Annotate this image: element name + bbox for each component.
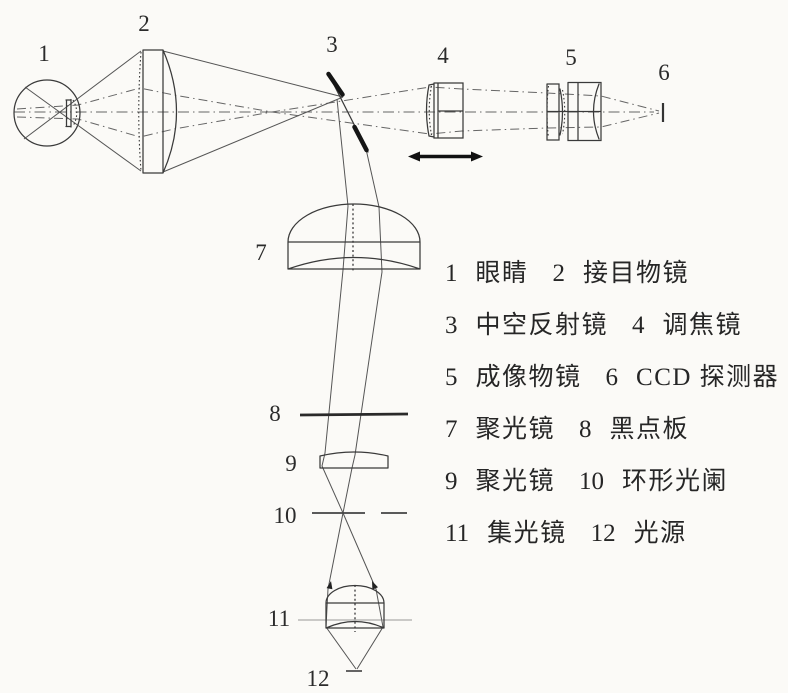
imaging-objective-hatch (546, 85, 566, 139)
movement-arrow (408, 151, 483, 162)
marker-3: 3 (326, 32, 338, 57)
illumination-chain-left (321, 98, 384, 670)
diagram-markers: 1 2 3 4 5 6 7 8 9 10 11 12 (38, 11, 670, 691)
ray-arrowhead-right (372, 581, 378, 590)
objective-lens-hatch (138, 51, 142, 172)
eye-internal-rays (23, 50, 142, 172)
marker-10: 10 (274, 503, 297, 528)
eye-lens-outline (65, 98, 72, 128)
focusing-lens-hatch (428, 85, 433, 136)
collector-lens-outline (325, 584, 385, 629)
marker-7: 7 (255, 240, 267, 265)
marker-5: 5 (565, 45, 577, 70)
focusing-lens-outline (425, 82, 464, 139)
imaging-ray-path (16, 86, 660, 138)
illumination-ray-path (162, 50, 384, 670)
collector-lens (298, 584, 412, 632)
marker-12: 12 (307, 666, 330, 691)
condenser-lens-7 (287, 203, 421, 272)
black-dot-plate (299, 412, 409, 417)
focusing-lens (425, 82, 464, 139)
condenser-lens-9 (319, 451, 389, 469)
imaging-objective-outline (546, 81, 602, 142)
condenser-7-outline (287, 203, 421, 270)
marker-6: 6 (658, 60, 670, 85)
imaging-ray-upper (16, 87, 660, 135)
imaging-ray-lower (16, 86, 660, 138)
marker-2: 2 (138, 11, 150, 36)
mirror-reflective-segments (326, 71, 369, 153)
hollow-mirror (326, 71, 369, 153)
movement-arrow-head-right (471, 151, 483, 162)
eye (13, 50, 142, 172)
imaging-objective-lens (546, 81, 602, 142)
marker-8: 8 (269, 401, 281, 426)
marker-1: 1 (38, 41, 50, 66)
eyeball-outline (13, 79, 81, 147)
marker-9: 9 (285, 451, 297, 476)
movement-arrow-head-left (408, 151, 420, 162)
marker-11: 11 (268, 606, 290, 631)
objective-lens (138, 49, 178, 174)
eye-lens-hatch (72, 99, 78, 127)
rays-mirror-to-objective (162, 50, 344, 173)
ray-arrowhead-left (326, 581, 333, 590)
marker-4: 4 (437, 43, 449, 68)
objective-lens-outline (142, 49, 178, 174)
